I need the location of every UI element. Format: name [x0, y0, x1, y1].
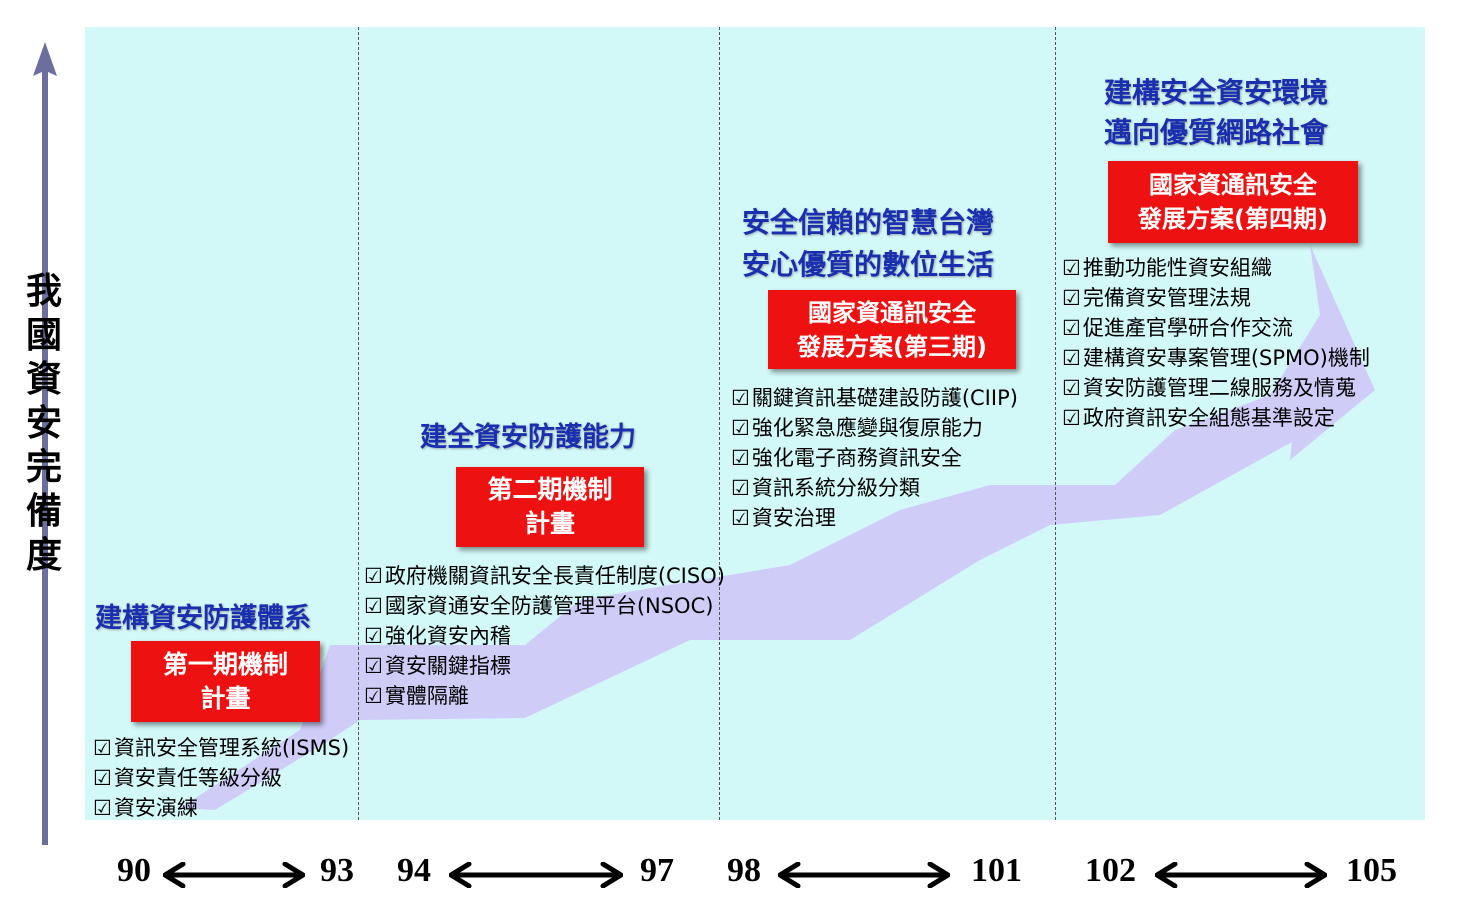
phase-2-plan-line-2: 計畫	[524, 509, 575, 538]
phase-4-plan-line-1: 國家資通訊安全	[1149, 171, 1317, 199]
phase-2-title: 建全資安防護能力	[420, 422, 636, 453]
phase-3-item: 資安治理	[731, 503, 1018, 533]
phase-3-item: 強化電子商務資訊安全	[731, 443, 1018, 473]
phase-4-start-year: 102	[1085, 852, 1136, 889]
phase-4-item: 建構資安專案管理(SPMO)機制	[1062, 343, 1370, 373]
phase-3-title-line-1: 安全信賴的智慧台灣	[742, 206, 995, 239]
phase-4-title: 建構安全資安環境 邁向優質網路社會	[1104, 73, 1328, 153]
phase-1-items: 資訊安全管理系統(ISMS) 資安責任等級分級 資安演練	[93, 733, 349, 823]
phase-1-item: 資安演練	[93, 793, 349, 823]
phase-3-item: 強化緊急應變與復原能力	[731, 413, 1018, 443]
phase-1-item: 資訊安全管理系統(ISMS)	[93, 733, 349, 763]
phase-divider-1	[358, 27, 359, 820]
phase-2-item: 政府機關資訊安全長責任制度(CISO)	[364, 561, 725, 591]
phase-1-end-year: 93	[320, 852, 354, 889]
phase-2-start-year: 94	[397, 852, 431, 889]
phase-1-plan-box: 第一期機制 計畫	[131, 641, 320, 722]
y-axis-label: 我國資安完備度	[25, 271, 62, 576]
phase-2-item: 實體隔離	[364, 681, 725, 711]
phase-3-end-year: 101	[971, 852, 1022, 889]
phase-1-plan-line-2: 計畫	[200, 683, 251, 713]
phase-1-plan-line-1: 第一期機制	[162, 649, 288, 679]
phase-4-title-line-1: 建構安全資安環境	[1104, 76, 1329, 109]
phase-2-plan-line-1: 第二期機制	[487, 475, 613, 504]
phase-3-title-line-2: 安心優質的數位生活	[742, 248, 995, 281]
double-arrow-icon	[163, 862, 305, 888]
double-arrow-icon	[1155, 862, 1327, 888]
phase-divider-2	[719, 27, 720, 820]
phase-1-start-year: 90	[117, 852, 151, 889]
phase-2-item: 國家資通安全防護管理平台(NSOC)	[364, 591, 725, 621]
y-axis-arrow-icon	[33, 42, 57, 845]
phase-4-item: 推動功能性資安組織	[1062, 253, 1370, 283]
double-arrow-icon	[778, 862, 950, 888]
phase-3-plan-line-2: 發展方案(第三期)	[797, 332, 987, 361]
phase-2-item: 資安關鍵指標	[364, 651, 725, 681]
phase-4-item: 促進產官學研合作交流	[1062, 313, 1370, 343]
phase-3-plan-line-1: 國家資通訊安全	[808, 298, 976, 327]
phase-4-item: 政府資訊安全組態基準設定	[1062, 403, 1370, 433]
phase-4-title-line-2: 邁向優質網路社會	[1104, 116, 1329, 149]
phase-3-item: 關鍵資訊基礎建設防護(CIIP)	[731, 383, 1018, 413]
phase-4-item: 資安防護管理二線服務及情蒐	[1062, 373, 1370, 403]
phase-3-items: 關鍵資訊基礎建設防護(CIIP) 強化緊急應變與復原能力 強化電子商務資訊安全 …	[731, 383, 1018, 533]
phase-divider-3	[1055, 27, 1056, 820]
phase-1-title: 建構資安防護體系	[95, 603, 311, 634]
phase-4-plan-box: 國家資通訊安全 發展方案(第四期)	[1108, 161, 1358, 243]
phase-2-items: 政府機關資訊安全長責任制度(CISO) 國家資通安全防護管理平台(NSOC) 強…	[364, 561, 725, 711]
phase-4-items: 推動功能性資安組織 完備資安管理法規 促進產官學研合作交流 建構資安專案管理(S…	[1062, 253, 1370, 433]
phase-2-plan-box: 第二期機制 計畫	[456, 467, 644, 547]
phase-3-title: 安全信賴的智慧台灣 安心優質的數位生活	[742, 202, 994, 286]
phase-3-start-year: 98	[727, 852, 761, 889]
phase-4-item: 完備資安管理法規	[1062, 283, 1370, 313]
double-arrow-icon	[449, 862, 623, 888]
phase-1-item: 資安責任等級分級	[93, 763, 349, 793]
phase-2-end-year: 97	[640, 852, 674, 889]
phase-4-end-year: 105	[1346, 852, 1397, 889]
phase-3-item: 資訊系統分級分類	[731, 473, 1018, 503]
phase-3-plan-box: 國家資通訊安全 發展方案(第三期)	[768, 290, 1016, 369]
phase-4-plan-line-2: 發展方案(第四期)	[1138, 205, 1328, 233]
phase-2-item: 強化資安內稽	[364, 621, 725, 651]
